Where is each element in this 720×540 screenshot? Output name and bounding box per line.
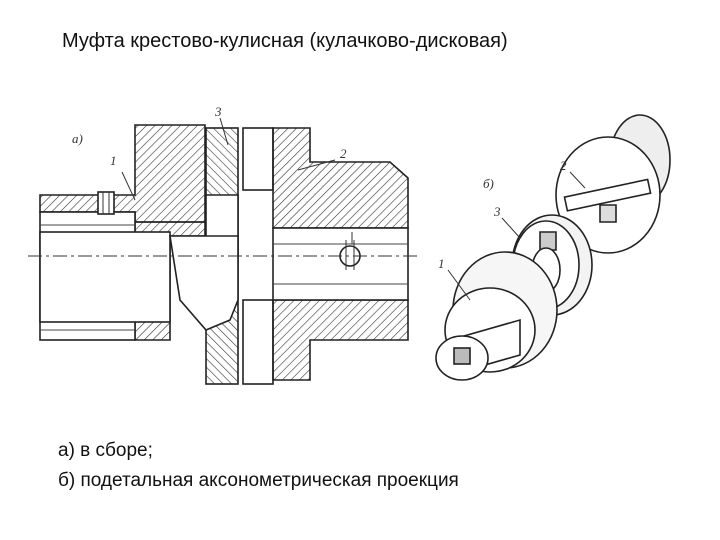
exploded-axonometric-view (435, 114, 671, 381)
caption-exploded: б) подетальная аксонометрическая проекци… (58, 470, 459, 491)
right-half-coupling (272, 127, 409, 229)
set-screw (97, 191, 115, 215)
slide-title: Муфта крестово-кулисная (кулачково-диско… (62, 30, 508, 52)
callout-2-b: 2 (560, 158, 567, 173)
callout-2-a: 2 (340, 146, 347, 161)
assembly-section-view (28, 117, 420, 385)
view-label-b: б) (483, 176, 494, 191)
left-shaft-body (39, 231, 171, 323)
callout-3-a: 3 (214, 104, 222, 119)
right-shaft-bore (272, 227, 409, 301)
caption-assembly: а) в сборе; (58, 440, 153, 461)
right-half-coupling-lower (272, 299, 409, 381)
middle-disc-tongue (169, 235, 239, 331)
disc-gap-upper (242, 127, 274, 191)
disc-gap-lower (242, 299, 274, 385)
view-label-a: а) (72, 131, 83, 146)
callout-1-b: 1 (438, 256, 445, 271)
callout-1-a: 1 (110, 153, 117, 168)
callout-3-b: 3 (493, 204, 501, 219)
part-2-half-coupling (555, 114, 671, 254)
part-1-half-coupling (435, 251, 558, 381)
